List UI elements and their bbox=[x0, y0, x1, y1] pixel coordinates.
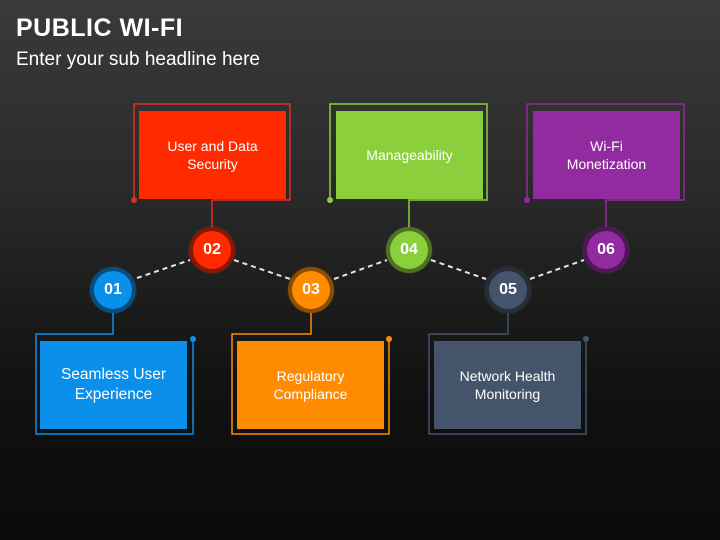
connector-01-02 bbox=[136, 259, 191, 279]
step-label-04-line1: Manageability bbox=[366, 146, 453, 163]
step-label-05-line1: Network Health bbox=[459, 367, 556, 384]
bracket-dot-02 bbox=[131, 197, 137, 203]
step-box-01: Seamless User Experience bbox=[40, 341, 187, 429]
connector-04-05 bbox=[430, 259, 487, 280]
step-node-04: 04 bbox=[386, 227, 432, 273]
bracket-02 bbox=[133, 103, 291, 228]
step-box-05: Network Health Monitoring bbox=[434, 341, 581, 429]
step-label-01-line1: Seamless User bbox=[60, 365, 167, 383]
step-node-06: 06 bbox=[583, 227, 629, 273]
bracket-dot-01 bbox=[190, 336, 196, 342]
step-box-04: Manageability bbox=[336, 111, 483, 199]
page-subtitle: Enter your sub headline here bbox=[16, 49, 260, 70]
connector-03-04 bbox=[333, 259, 388, 280]
bracket-03 bbox=[231, 313, 390, 435]
step-box-02: User and Data Security bbox=[139, 111, 286, 199]
bracket-dot-04 bbox=[327, 197, 333, 203]
step-label-01-line2: Experience bbox=[74, 386, 153, 403]
step-label-06-line1: Wi-Fi bbox=[590, 137, 623, 154]
step-label-06-line2: Monetization bbox=[566, 156, 647, 172]
bracket-dot-06 bbox=[524, 197, 530, 203]
bracket-04 bbox=[329, 103, 488, 228]
step-label-05-line2: Monitoring bbox=[474, 386, 541, 402]
bracket-05 bbox=[428, 313, 587, 435]
step-node-05: 05 bbox=[485, 267, 531, 313]
step-box-06: Wi-Fi Monetization bbox=[533, 111, 680, 199]
step-box-03: Regulatory Compliance bbox=[237, 341, 384, 429]
step-node-02: 02 bbox=[189, 227, 235, 273]
connector-05-06 bbox=[529, 259, 585, 280]
page-title: PUBLIC WI-FI bbox=[16, 14, 184, 42]
bracket-dot-05 bbox=[583, 336, 589, 342]
step-label-03-line2: Compliance bbox=[273, 386, 348, 402]
step-label-02-line2: Security bbox=[187, 156, 238, 172]
step-label-03-line1: Regulatory bbox=[276, 367, 345, 384]
connector-02-03 bbox=[233, 259, 291, 280]
bracket-01 bbox=[35, 313, 194, 435]
bracket-dot-03 bbox=[386, 336, 392, 342]
step-node-03: 03 bbox=[288, 267, 334, 313]
step-node-01: 01 bbox=[90, 267, 136, 313]
step-label-02-line1: User and Data bbox=[167, 137, 258, 154]
bracket-06 bbox=[526, 103, 685, 228]
